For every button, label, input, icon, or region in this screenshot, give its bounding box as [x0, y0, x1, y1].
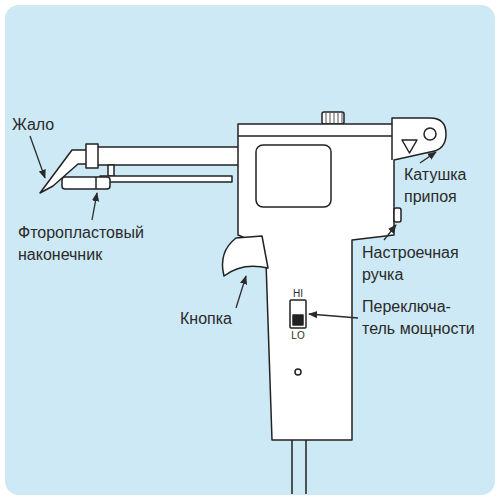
rod-bracket — [108, 165, 114, 176]
barrel-tube — [90, 147, 240, 165]
screw — [295, 369, 301, 375]
leader-line — [92, 193, 97, 220]
soldering-tip — [40, 150, 90, 193]
part-label: Настроечная ручка — [362, 242, 480, 286]
housing-window — [256, 145, 331, 207]
top-knob — [322, 112, 344, 124]
trigger — [223, 236, 269, 276]
housing-seam — [238, 135, 392, 137]
leader-line — [236, 276, 246, 308]
part-label: Кнопка — [180, 308, 250, 330]
knob-knurl — [326, 113, 342, 123]
part-label: Переключа- тель мощности — [362, 296, 488, 340]
power-cable — [292, 440, 306, 494]
part-label: Фторопластовый наконечник — [18, 222, 168, 266]
power-switch — [290, 300, 306, 328]
part-label: Жало — [12, 114, 72, 136]
leader-line — [309, 314, 358, 318]
leader-line — [384, 225, 396, 240]
leader-line — [30, 136, 45, 178]
switch-mark: LO — [283, 330, 313, 341]
adjusting-knob — [394, 208, 401, 222]
switch-mark: HI — [283, 288, 313, 299]
switch-slider — [293, 315, 303, 325]
tip-collar — [86, 144, 98, 168]
fluoroplastic-tip — [62, 177, 110, 189]
part-label: Катушка припоя — [404, 164, 488, 208]
spool-triangle-mark — [402, 140, 417, 153]
tip-band — [95, 177, 97, 189]
housing-seam — [391, 124, 393, 160]
background-panel — [5, 5, 495, 495]
feed-rod — [100, 176, 232, 182]
leader-line — [420, 152, 436, 163]
spool-axle — [424, 128, 436, 140]
